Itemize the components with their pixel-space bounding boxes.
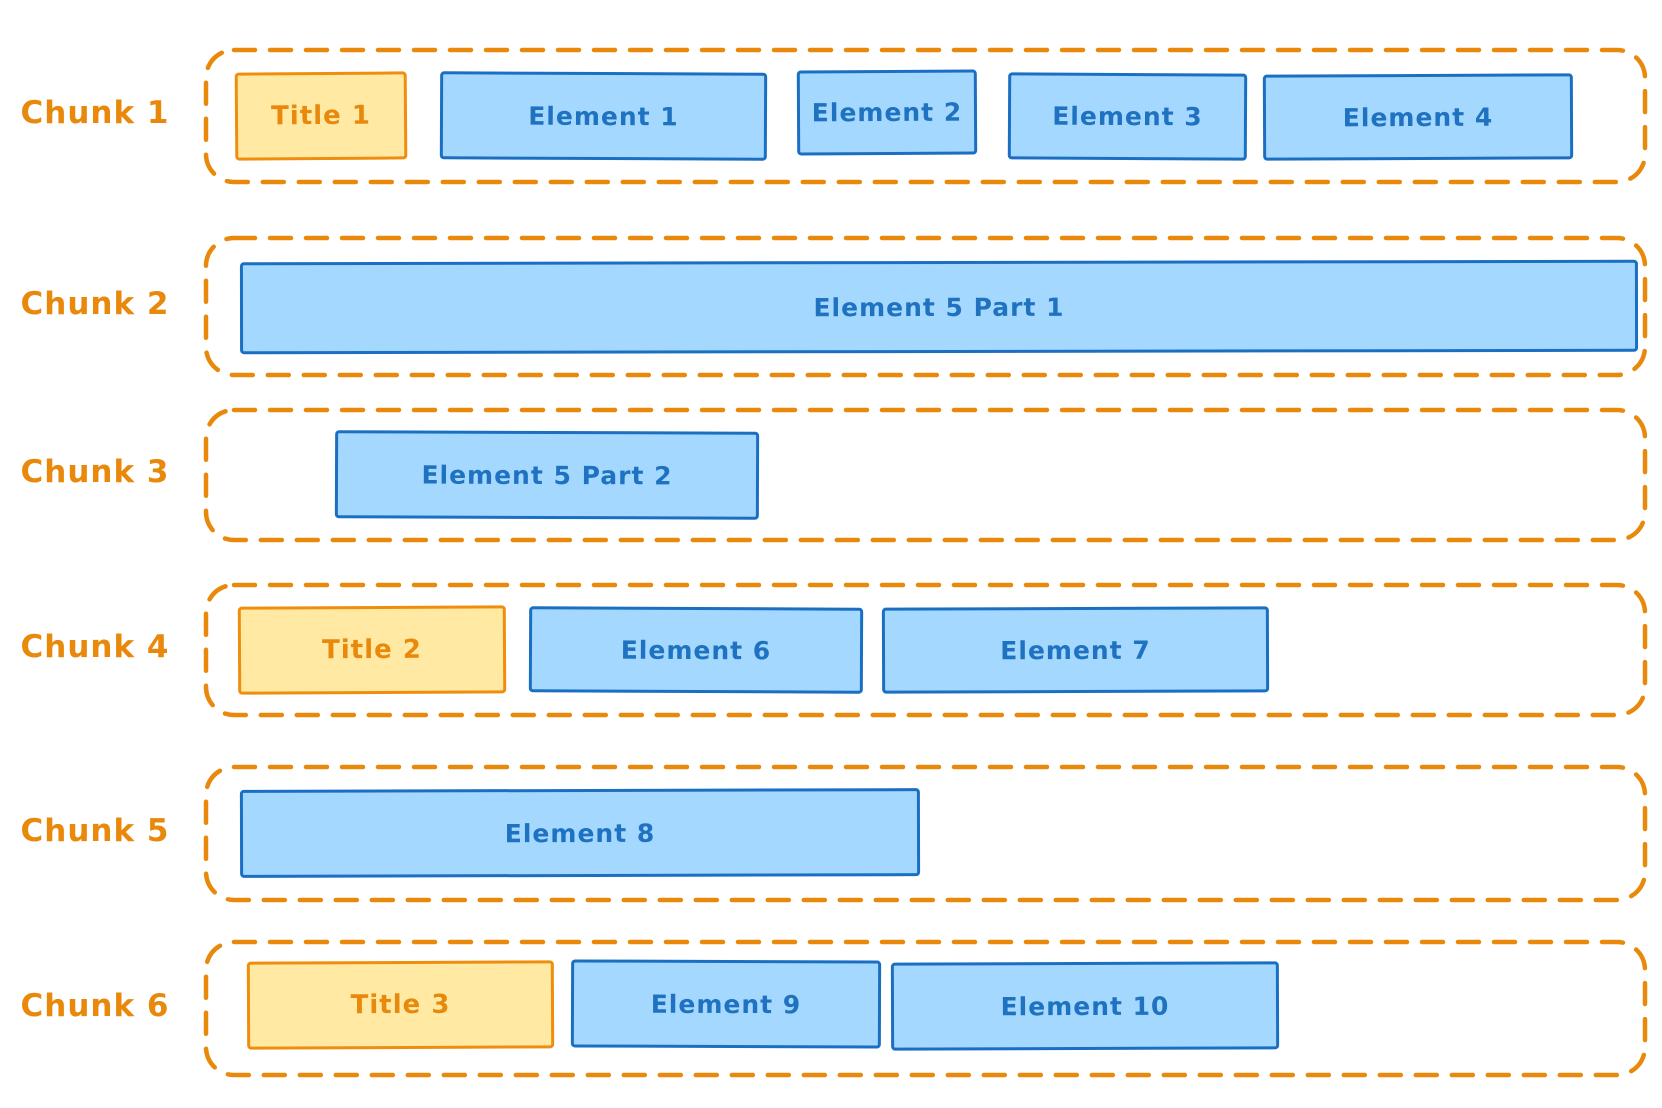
element-box: Element 3: [1007, 72, 1248, 161]
chunk-rect: [203, 235, 1648, 378]
chunk-label: Chunk 4: [20, 629, 170, 665]
element-box: Element 10: [890, 961, 1280, 1051]
chunk-label: Chunk 6: [20, 987, 170, 1024]
title-box: Title 3: [246, 960, 555, 1050]
chunk-label: Chunk 3: [20, 454, 170, 490]
chunk-rect: [203, 939, 1648, 1078]
element-box: Element 8: [239, 788, 921, 878]
element-box: Element 1: [439, 71, 768, 161]
chunk-rect: [203, 407, 1648, 543]
element-box: Element 9: [570, 959, 882, 1049]
chunk-rect: [203, 764, 1648, 903]
chunk-rect: [203, 47, 1648, 185]
element-box: Element 4: [1262, 73, 1574, 161]
chunk-label: Chunk 1: [20, 95, 170, 131]
element-box: Element 7: [881, 606, 1270, 694]
element-box: Element 2: [796, 69, 978, 156]
chunk-label: Chunk 5: [20, 812, 170, 849]
chunk-rect: [203, 582, 1648, 718]
title-box: Title 1: [234, 71, 408, 161]
element-box: Element 6: [528, 606, 864, 694]
title-box: Title 2: [237, 605, 507, 695]
chunk-label: Chunk 2: [20, 285, 170, 322]
element-box: Element 5 Part 1: [239, 259, 1639, 355]
element-box: Element 5 Part 2: [334, 430, 760, 520]
